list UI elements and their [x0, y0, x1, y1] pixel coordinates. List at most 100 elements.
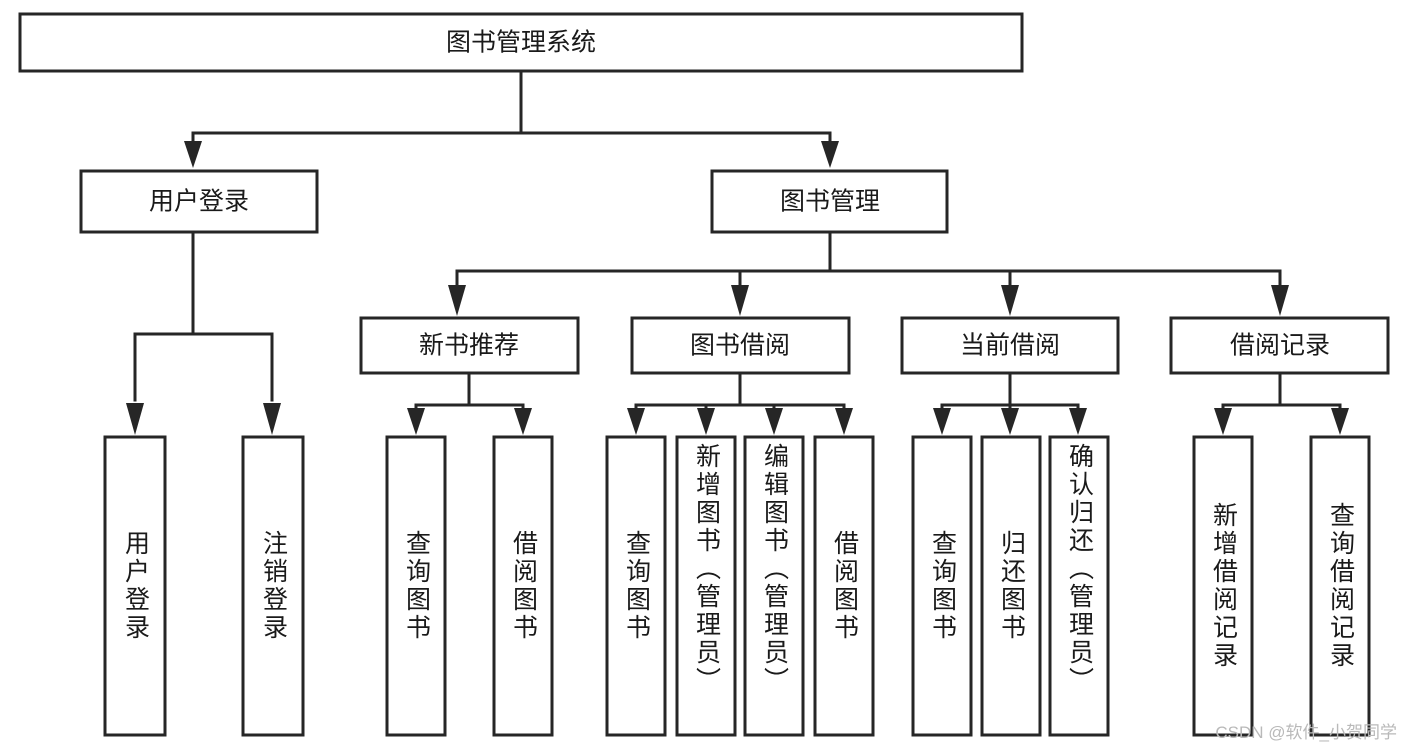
- leaf-current-borrow-1[interactable]: 查询图书: [911, 435, 973, 737]
- leaf-cb-3-vtext-label: 确认归还（管理员）: [1065, 443, 1094, 695]
- leaf-cb-3-text-wrap: 确认归还（管理员）: [1050, 437, 1108, 735]
- arrow-to-current-borrow: [1001, 285, 1019, 316]
- leaf-bb-3-vtext-label: 编辑图书（管理员）: [760, 443, 789, 695]
- leaf-br-2-text-wrap: 查询借阅记录: [1311, 437, 1369, 735]
- leaf-user-login-1-vtext-label: 用户登录: [121, 530, 150, 642]
- leaf-borrow-record-1[interactable]: 新增借阅记录: [1192, 435, 1254, 737]
- leaf-nbr-2-box: [492, 435, 554, 737]
- connector-group-root: [184, 69, 839, 168]
- leaf-borrow-record-2[interactable]: 查询借阅记录: [1309, 435, 1371, 737]
- connector-group-book-borrow: [627, 371, 853, 435]
- leaf-user-login-2-box: [241, 435, 305, 737]
- node-book-manage-label: 图书管理: [780, 188, 880, 216]
- leaf-user-login-1-box: [103, 435, 167, 737]
- node-book-manage-box: [710, 169, 949, 234]
- node-book-borrow-label: 图书借阅: [690, 332, 790, 360]
- node-root-label: 图书管理系统: [446, 29, 596, 57]
- leaf-nbr-1-vtext: 查询图书: [387, 437, 445, 735]
- node-user-login[interactable]: 用户登录: [79, 169, 319, 234]
- leaf-book-borrow-4[interactable]: 借阅图书: [813, 435, 875, 737]
- leaf-br-1-vtext: 新增借阅记录: [1194, 437, 1252, 735]
- node-new-book-recommend[interactable]: 新书推荐: [359, 316, 580, 375]
- leaf-user-login-1[interactable]: 用户登录: [103, 435, 167, 737]
- leaf-nbr-2-vtext: 借阅图书: [494, 437, 552, 735]
- leaf-user-login-2-vtext-label: 注销登录: [259, 530, 288, 642]
- leaf-bb-1-vtext-label: 查询图书: [622, 530, 651, 642]
- leaf-current-borrow-3[interactable]: 确认归还（管理员）: [1048, 435, 1110, 737]
- leaf-bb-3-text-wrap: 编辑图书（管理员）: [745, 437, 803, 735]
- leaf-br-2-box: [1309, 435, 1371, 737]
- leaf-cb-2-text-wrap: 归还图书: [982, 437, 1040, 735]
- arrow-bb-leaf-2: [697, 408, 715, 435]
- node-current-borrow[interactable]: 当前借阅: [900, 316, 1120, 375]
- leaf-current-borrow-2[interactable]: 归还图书: [980, 435, 1042, 737]
- arrow-to-new-book-recommend: [448, 285, 466, 316]
- node-new-book-recommend-box: [359, 316, 580, 375]
- leaf-cb-1-box: [911, 435, 973, 737]
- leaf-nbr-1-text-wrap: 查询图书: [387, 437, 445, 735]
- leaf-cb-2-vtext-label: 归还图书: [997, 530, 1026, 642]
- leaf-cb-1-vtext-label: 查询图书: [928, 530, 957, 642]
- arrow-to-user-login: [184, 141, 202, 168]
- node-root-box: [18, 12, 1024, 73]
- leaf-cb-3-box: [1048, 435, 1110, 737]
- connector-group-current-borrow: [933, 371, 1087, 435]
- connector-group-user-login: [126, 230, 281, 435]
- node-root-system[interactable]: 图书管理系统: [18, 12, 1024, 73]
- leaf-user-login-1-text-wrap: 用户登录: [121, 530, 150, 642]
- leaf-book-borrow-2[interactable]: 新增图书（管理员）: [675, 435, 737, 737]
- leaf-book-borrow-1[interactable]: 查询图书: [605, 435, 667, 737]
- arrow-cb-leaf-1: [933, 408, 951, 435]
- leaf-cb-1-vtext: 查询图书: [913, 437, 971, 735]
- arrow-to-user-login-leaf: [126, 403, 144, 435]
- leaf-user-login-2-text-wrap: 注销登录: [243, 437, 303, 735]
- leaf-book-borrow-3[interactable]: 编辑图书（管理员）: [743, 435, 805, 737]
- node-borrow-record-label: 借阅记录: [1230, 332, 1330, 360]
- leaf-bb-3-box: [743, 435, 805, 737]
- arrow-br-leaf-2: [1331, 408, 1349, 435]
- leaf-bb-1-box: [605, 435, 667, 737]
- node-borrow-record[interactable]: 借阅记录: [1169, 316, 1390, 375]
- leaf-cb-2-vtext: 归还图书: [982, 437, 1040, 735]
- node-borrow-record-box: [1169, 316, 1390, 375]
- arrow-to-logout-leaf: [263, 403, 281, 435]
- leaf-bb-2-vtext: 新增图书（管理员）: [677, 437, 735, 735]
- leaf-bb-2-text-wrap: 新增图书（管理员）: [677, 437, 735, 735]
- leaf-br-1-vtext-label: 新增借阅记录: [1209, 502, 1238, 670]
- leaf-bb-2-box: [675, 435, 737, 737]
- leaf-br-2-vtext-label: 查询借阅记录: [1326, 502, 1355, 670]
- connector-group-borrow-record: [1214, 371, 1349, 435]
- leaf-new-book-recommend-2[interactable]: 借阅图书: [492, 435, 554, 737]
- arrow-bb-leaf-3: [765, 408, 783, 435]
- leaf-bb-3-vtext: 编辑图书（管理员）: [745, 437, 803, 735]
- leaf-new-book-recommend-1[interactable]: 查询图书: [385, 435, 447, 737]
- node-current-borrow-label: 当前借阅: [960, 332, 1060, 360]
- node-book-borrow-box: [630, 316, 851, 375]
- leaf-bb-2-vtext-label: 新增图书（管理员）: [692, 443, 721, 695]
- arrow-cb-leaf-2: [1001, 408, 1019, 435]
- leaf-bb-4-box: [813, 435, 875, 737]
- node-book-borrow[interactable]: 图书借阅: [630, 316, 851, 375]
- leaf-cb-2-box: [980, 435, 1042, 737]
- node-user-login-label: 用户登录: [149, 188, 249, 216]
- leaf-user-login-2-vtext: 注销登录: [243, 437, 303, 735]
- leaf-cb-1-text-wrap: 查询图书: [913, 437, 971, 735]
- node-book-manage[interactable]: 图书管理: [710, 169, 949, 234]
- arrow-to-book-borrow: [731, 285, 749, 316]
- arrow-bb-leaf-1: [627, 408, 645, 435]
- arrow-nbr-leaf-2: [514, 408, 532, 435]
- node-new-book-recommend-label: 新书推荐: [419, 332, 519, 360]
- leaf-bb-4-vtext-label: 借阅图书: [830, 530, 859, 642]
- leaf-nbr-2-text-wrap: 借阅图书: [494, 437, 552, 735]
- leaf-br-1-text-wrap: 新增借阅记录: [1194, 437, 1252, 735]
- connector-group-new-book-recommend: [407, 371, 532, 435]
- arrow-cb-leaf-3: [1069, 408, 1087, 435]
- leaf-nbr-1-vtext-label: 查询图书: [402, 530, 431, 642]
- leaf-cb-3-vtext: 确认归还（管理员）: [1050, 437, 1108, 735]
- leaf-user-login-2[interactable]: 注销登录: [241, 435, 305, 737]
- leaf-bb-4-text-wrap: 借阅图书: [830, 530, 859, 642]
- node-user-login-box: [79, 169, 319, 234]
- leaf-br-2-vtext: 查询借阅记录: [1311, 437, 1369, 735]
